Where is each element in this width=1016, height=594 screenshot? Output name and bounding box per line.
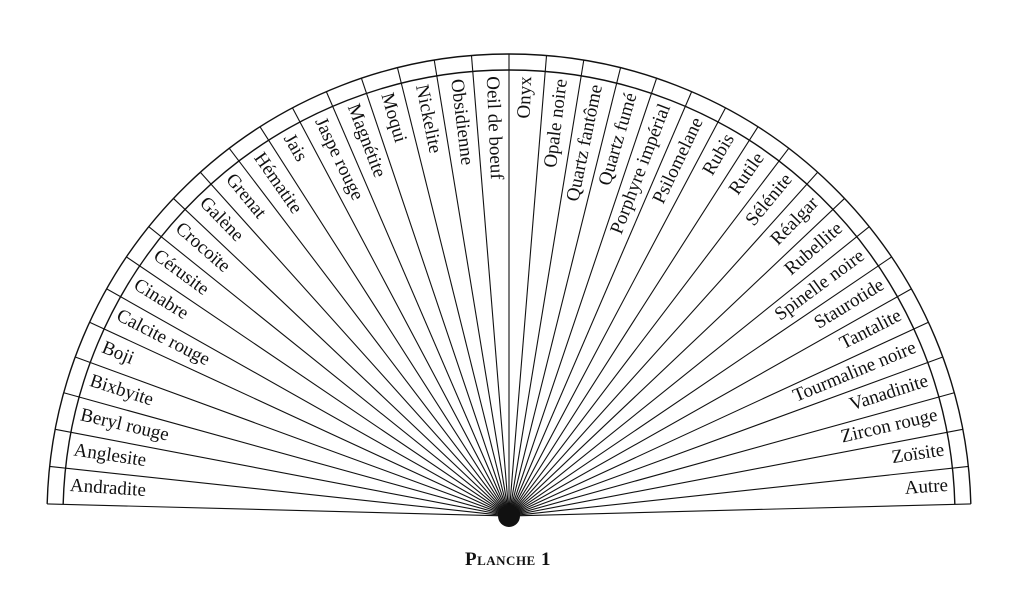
sector-label: Andradite xyxy=(69,475,146,501)
sector-divider xyxy=(509,55,548,509)
sector-divider xyxy=(470,55,509,509)
sector-divider xyxy=(512,126,759,510)
sector-divider xyxy=(515,288,912,513)
sector-divider xyxy=(514,198,845,511)
sector-divider xyxy=(516,321,929,514)
sector-divider xyxy=(126,256,503,512)
sector-divider xyxy=(63,392,502,515)
sector-label: Oeil de boeuf xyxy=(482,76,507,181)
sector-divider xyxy=(516,428,963,516)
sector-divider xyxy=(291,107,506,510)
sector-divider xyxy=(514,226,870,512)
sector-dividers xyxy=(46,53,972,517)
sector-divider xyxy=(510,67,622,509)
sector-divider xyxy=(173,198,504,511)
plate-caption: Planche 1 xyxy=(465,549,551,570)
sector-divider xyxy=(511,91,693,509)
sector-label: Onyx xyxy=(514,75,537,119)
sector-divider xyxy=(516,465,969,516)
sector-label: Beryl rouge xyxy=(78,405,171,446)
sector-divider xyxy=(49,465,502,516)
sector-divider xyxy=(75,356,502,514)
sector-label: Zoïsite xyxy=(890,440,945,469)
sector-divider xyxy=(516,503,971,517)
sector-label: Bixbyite xyxy=(87,370,156,410)
sector-divider xyxy=(89,321,502,514)
sector-label: Obsidienne xyxy=(446,78,477,166)
sector-divider xyxy=(106,288,503,513)
sector-divider xyxy=(513,171,819,511)
sector-divider xyxy=(47,503,502,517)
sector-divider xyxy=(511,78,658,509)
sector-divider xyxy=(55,428,502,516)
dial-center-hub xyxy=(498,505,520,527)
dial-outer-arc xyxy=(46,53,972,504)
sector-divider xyxy=(199,171,505,511)
sector-divider xyxy=(148,226,504,512)
sector-divider xyxy=(228,147,505,510)
sector-divider xyxy=(513,147,790,510)
sector-divider xyxy=(433,60,509,509)
sector-label: Rubis xyxy=(698,130,739,179)
sector-divider xyxy=(512,107,727,510)
sector-divider xyxy=(509,60,585,509)
sector-divider xyxy=(516,392,955,515)
sector-divider xyxy=(515,256,892,512)
sector-divider xyxy=(259,126,506,510)
sector-divider xyxy=(516,356,943,514)
sector-label: Opale noire xyxy=(540,78,572,169)
sector-divider xyxy=(396,67,508,509)
sector-label: Autre xyxy=(904,475,949,499)
sector-divider xyxy=(325,91,507,509)
sector-divider xyxy=(360,78,507,509)
